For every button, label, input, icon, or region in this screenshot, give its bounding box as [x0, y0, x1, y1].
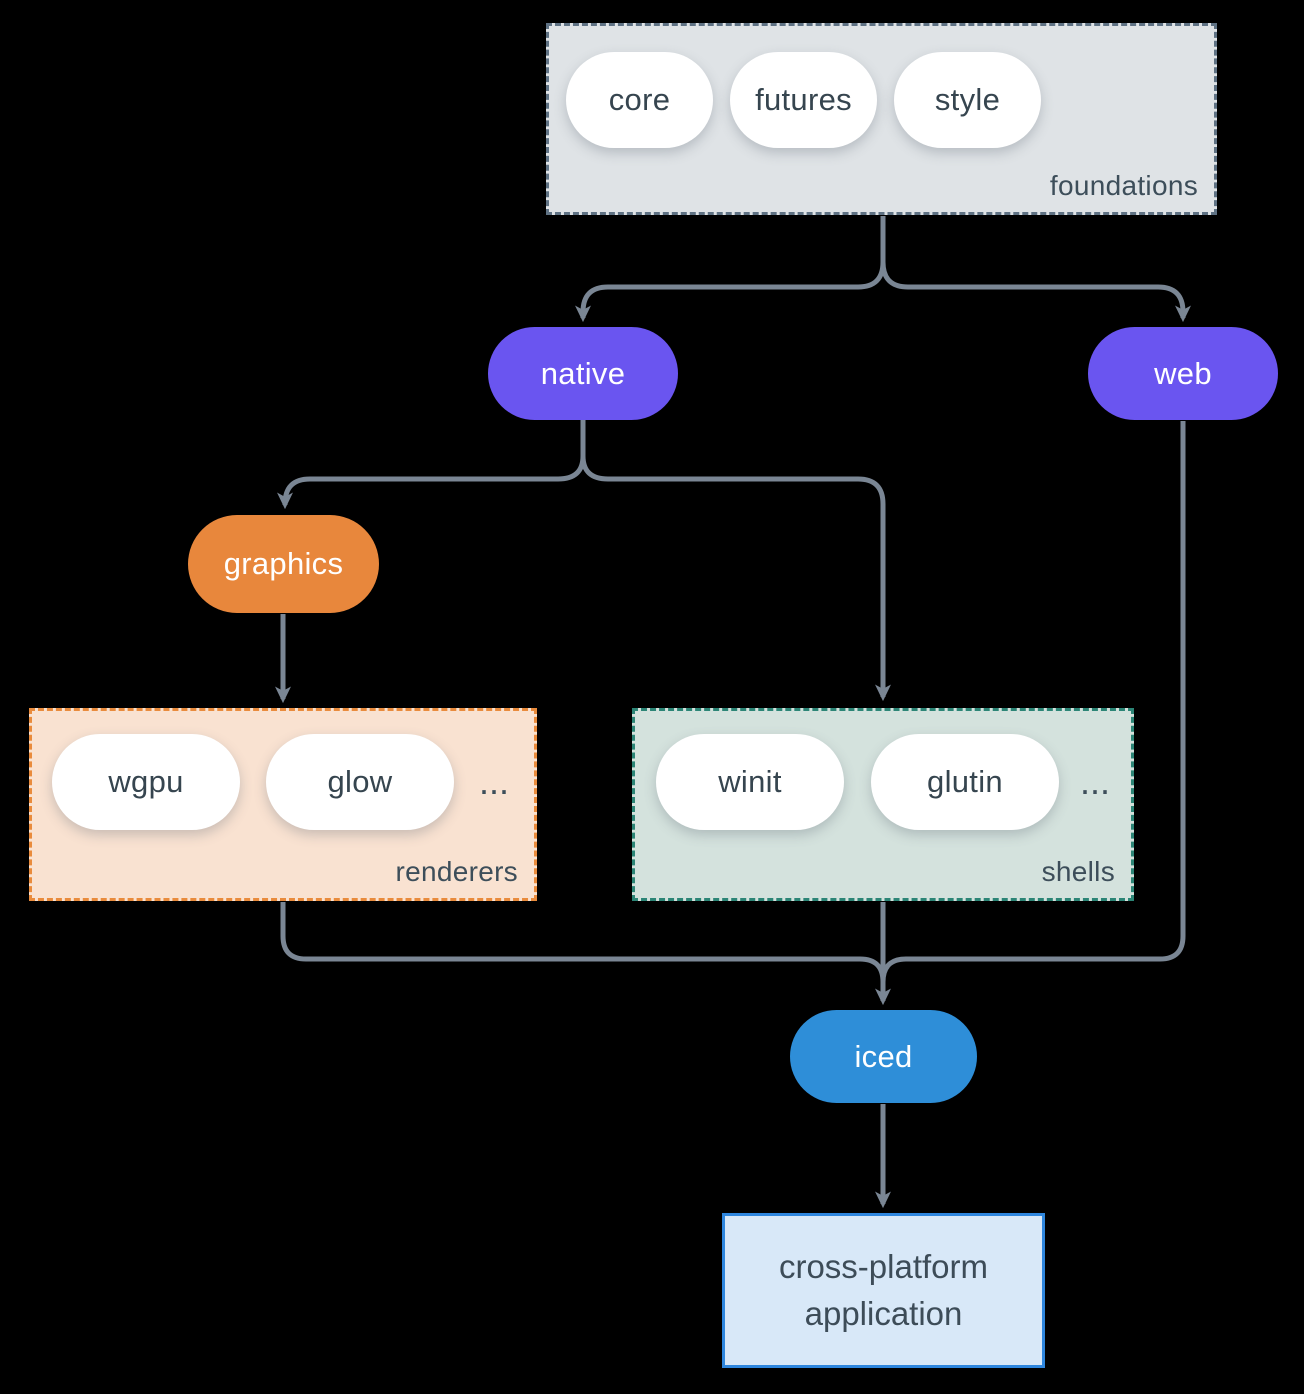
pill-style: style: [894, 52, 1041, 148]
edge-renderers-iced: [280, 902, 886, 983]
pill-core: core: [566, 52, 713, 148]
edge-native-graphics: [277, 455, 586, 510]
group-renderers-label: renderers: [395, 856, 518, 887]
edge-foundations-native: [575, 261, 886, 323]
pill-winit: winit: [656, 734, 844, 830]
group-shells: winit glutin ... shells: [632, 708, 1134, 901]
pill-native: native: [488, 327, 678, 420]
pill-iced: iced: [790, 1010, 977, 1103]
pill-graphics: graphics: [188, 515, 379, 613]
renderers-ellipsis: ...: [478, 761, 509, 802]
pill-glutin: glutin: [871, 734, 1059, 830]
group-foundations: core futures style foundations: [546, 23, 1217, 215]
pill-wgpu: wgpu: [52, 734, 240, 830]
pill-web: web: [1088, 327, 1278, 420]
edge-foundations-web: [880, 261, 1191, 323]
edge-web-iced: [880, 421, 1186, 983]
edge-native-shells: [580, 455, 891, 702]
group-shells-label: shells: [1041, 856, 1115, 887]
pill-glow: glow: [266, 734, 454, 830]
app-box-label: cross-platform application: [778, 1247, 989, 1332]
app-box: cross-platform application: [722, 1213, 1045, 1368]
shells-ellipsis: ...: [1079, 761, 1110, 802]
group-foundations-label: foundations: [1049, 170, 1198, 201]
pill-futures: futures: [730, 52, 877, 148]
group-renderers: wgpu glow ... renderers: [29, 708, 537, 901]
